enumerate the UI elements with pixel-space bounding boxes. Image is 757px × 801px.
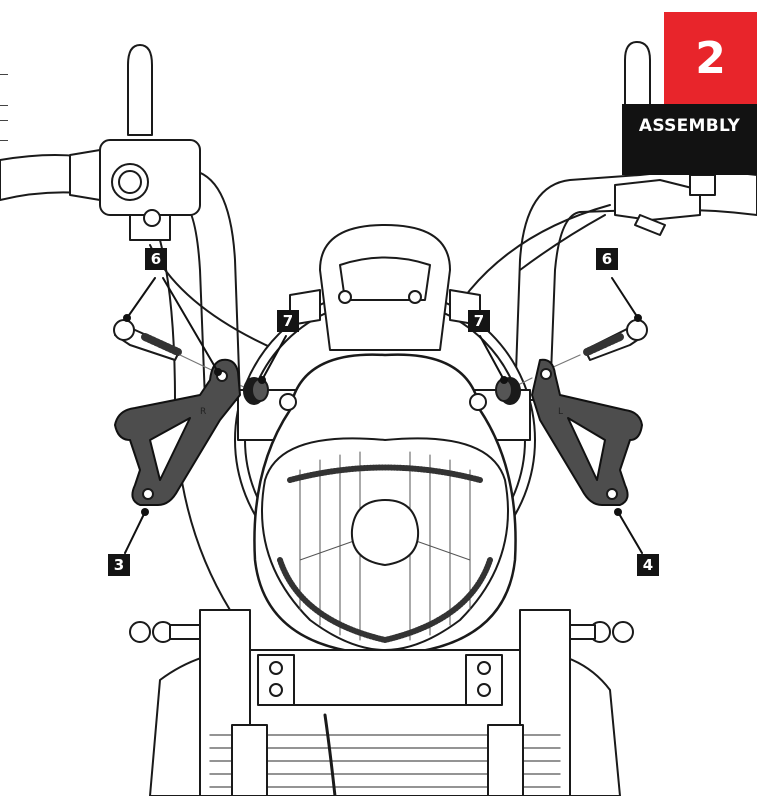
bolt-left-part bbox=[113, 319, 182, 361]
bracket-right-part: R bbox=[114, 358, 241, 506]
cable-right-2 bbox=[519, 214, 606, 271]
callout-spacer-left: 7 bbox=[277, 310, 299, 332]
headlight-projector bbox=[350, 499, 420, 566]
bracket-mark-r: R bbox=[200, 407, 206, 417]
callout-spacer-right: 7 bbox=[468, 310, 490, 332]
bracket-mark-l: L bbox=[558, 407, 563, 417]
page-edge-mark bbox=[0, 74, 8, 75]
leader-lines bbox=[124, 277, 643, 554]
page-edge-mark bbox=[0, 105, 8, 106]
bolt-right-part bbox=[583, 319, 648, 361]
right-switch-cluster bbox=[614, 179, 701, 221]
spacer-left-part bbox=[243, 377, 297, 411]
left-handlebar-riser bbox=[127, 44, 153, 136]
callout-bracket-right: 3 bbox=[108, 554, 130, 576]
step-title: ASSEMBLY bbox=[622, 104, 757, 175]
callout-bolt-right: 6 bbox=[596, 248, 618, 270]
callout-bracket-left: 4 bbox=[637, 554, 659, 576]
page-edge-mark bbox=[0, 140, 8, 141]
page-edge-mark bbox=[0, 120, 8, 121]
callout-bolt-left: 6 bbox=[145, 248, 167, 270]
step-number: 2 bbox=[664, 12, 757, 104]
leader-dots bbox=[123, 314, 642, 516]
spacer-right-part bbox=[469, 377, 521, 411]
bracket-left-part: L bbox=[531, 358, 643, 506]
left-turn-signal bbox=[129, 621, 211, 643]
step-badge: 2 ASSEMBLY bbox=[622, 0, 757, 175]
